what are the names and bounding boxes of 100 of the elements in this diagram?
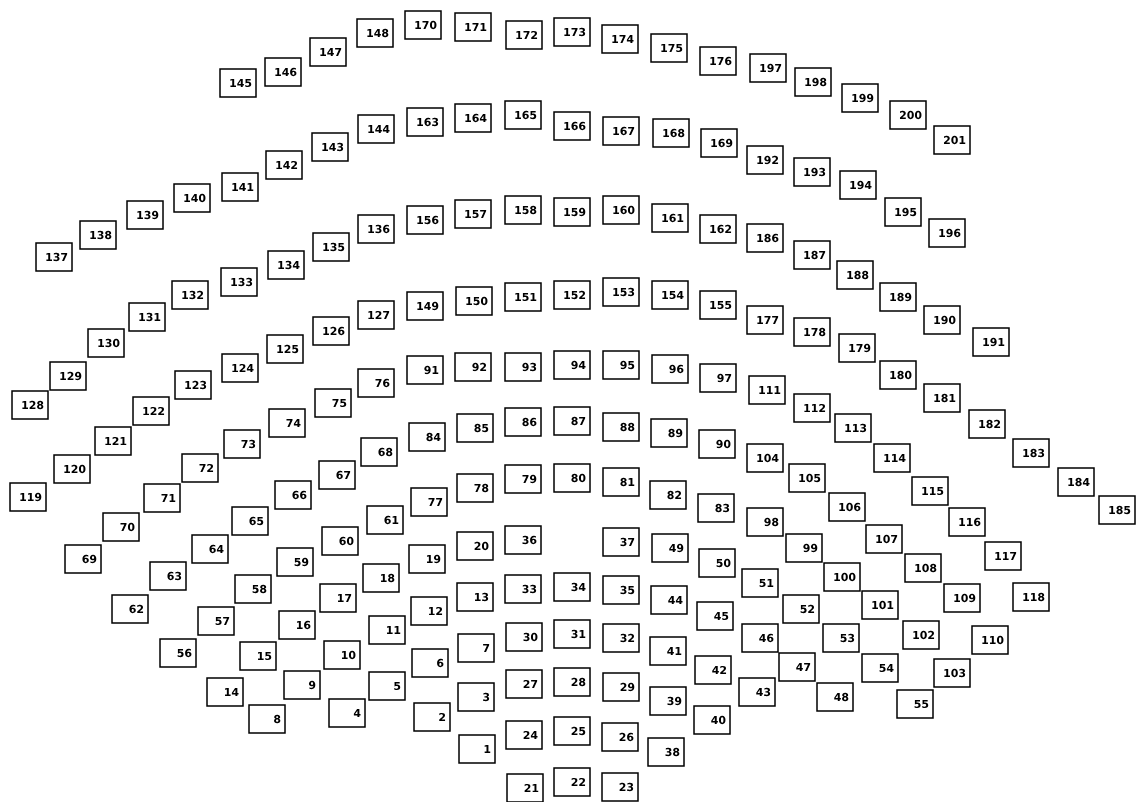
number-box: 54 [861,653,899,683]
number-box: 61 [366,505,404,535]
number-box: 201 [933,125,971,155]
number-box: 23 [601,772,639,802]
number-box: 3 [457,682,495,712]
number-box: 74 [268,408,306,438]
number-box: 175 [650,33,688,63]
number-box: 154 [651,280,689,310]
number-box: 164 [454,103,492,133]
number-box: 107 [865,524,903,554]
number-box: 14 [206,677,244,707]
number-box: 92 [454,352,492,382]
number-box: 53 [822,623,860,653]
number-box: 128 [11,390,49,420]
number-box: 35 [602,575,640,605]
number-box: 196 [928,218,966,248]
number-box: 136 [357,214,395,244]
number-box: 159 [553,197,591,227]
number-box: 97 [699,363,737,393]
number-box: 13 [456,582,494,612]
number-box: 33 [504,574,542,604]
number-box: 179 [838,333,876,363]
number-box: 36 [504,525,542,555]
number-box: 111 [748,375,786,405]
number-box: 44 [650,585,688,615]
number-box: 7 [457,633,495,663]
number-box: 132 [171,280,209,310]
number-box: 27 [505,669,543,699]
number-box: 52 [782,594,820,624]
number-box: 120 [53,454,91,484]
number-box: 116 [948,507,986,537]
number-box: 101 [861,590,899,620]
number-box: 135 [312,232,350,262]
number-box: 117 [984,541,1022,571]
number-box: 182 [968,409,1006,439]
number-box: 103 [933,658,971,688]
number-box: 126 [312,316,350,346]
number-box: 123 [174,370,212,400]
number-box: 138 [79,220,117,250]
number-box: 67 [318,460,356,490]
number-box: 161 [651,203,689,233]
number-box: 39 [649,686,687,716]
number-box: 146 [264,57,302,87]
number-box: 184 [1057,467,1095,497]
number-box: 141 [221,172,259,202]
number-box: 106 [828,492,866,522]
number-box: 121 [94,426,132,456]
number-box: 156 [406,205,444,235]
number-box: 86 [504,407,542,437]
number-box: 96 [651,354,689,384]
number-box: 51 [741,568,779,598]
number-box: 85 [456,413,494,443]
number-box: 142 [265,150,303,180]
number-box: 62 [111,594,149,624]
number-box: 4 [328,698,366,728]
number-box: 144 [357,114,395,144]
number-box: 155 [699,290,737,320]
number-box: 130 [87,328,125,358]
number-box: 9 [283,670,321,700]
number-box: 18 [362,563,400,593]
number-box: 162 [699,214,737,244]
number-box: 102 [902,620,940,650]
number-box: 5 [368,671,406,701]
number-box: 173 [553,17,591,47]
number-box: 167 [602,116,640,146]
number-box: 192 [746,145,784,175]
number-box: 84 [408,422,446,452]
number-box: 38 [647,737,685,767]
number-box: 125 [266,334,304,364]
number-box: 16 [278,610,316,640]
number-box: 98 [746,507,784,537]
number-box: 193 [793,157,831,187]
number-box: 69 [64,544,102,574]
number-box: 15 [239,641,277,671]
number-box: 56 [159,638,197,668]
number-box: 112 [793,393,831,423]
number-box: 58 [234,574,272,604]
number-box: 189 [879,282,917,312]
number-box: 37 [602,527,640,557]
number-box: 185 [1098,495,1136,525]
number-box: 63 [149,561,187,591]
number-box: 76 [357,368,395,398]
number-box: 64 [191,534,229,564]
number-box: 10 [323,640,361,670]
number-box: 6 [411,648,449,678]
number-box: 191 [972,327,1010,357]
number-box: 81 [602,467,640,497]
number-box: 2 [413,702,451,732]
number-box: 71 [143,483,181,513]
number-box: 89 [650,418,688,448]
number-box: 104 [746,443,784,473]
number-box: 199 [841,83,879,113]
number-box: 65 [231,506,269,536]
number-box: 48 [816,682,854,712]
number-box: 177 [746,305,784,335]
number-box: 90 [698,429,736,459]
number-box: 153 [602,277,640,307]
number-box: 46 [741,623,779,653]
number-box: 45 [696,601,734,631]
number-box: 60 [321,526,359,556]
